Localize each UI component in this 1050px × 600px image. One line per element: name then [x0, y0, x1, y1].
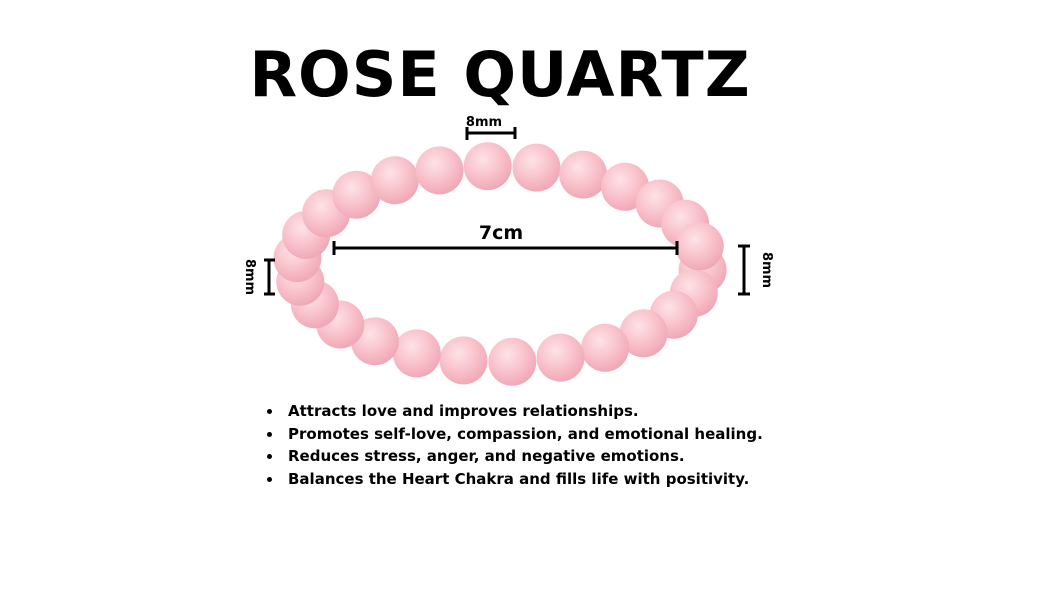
- bead: [332, 170, 381, 219]
- bead: [415, 146, 464, 195]
- top-bead-dimension: 8mm: [465, 115, 517, 140]
- bead: [463, 142, 512, 191]
- bead: [581, 323, 630, 372]
- right-bead-label: 8mm: [759, 252, 774, 288]
- feature-list: Attracts love and improves relationships…: [265, 400, 763, 490]
- bead: [439, 336, 488, 385]
- bead: [619, 309, 668, 358]
- feature-item: Reduces stress, anger, and negative emot…: [265, 445, 763, 468]
- top-bead-label: 8mm: [466, 115, 502, 130]
- right-bead-dimension: 8mm: [738, 244, 774, 296]
- bead: [536, 333, 585, 382]
- bead: [512, 143, 561, 192]
- left-bead-dimension: 8mm: [242, 258, 275, 296]
- bead: [370, 156, 419, 205]
- inner-width-label: 7cm: [479, 222, 523, 244]
- bead: [392, 329, 441, 378]
- bead: [488, 337, 537, 386]
- feature-item: Attracts love and improves relationships…: [265, 400, 763, 423]
- feature-item: Balances the Heart Chakra and fills life…: [265, 468, 763, 491]
- bead: [559, 150, 608, 199]
- bracelet-beads: [273, 142, 727, 386]
- left-bead-label: 8mm: [242, 259, 257, 295]
- inner-width-dimension: 7cm: [332, 222, 679, 255]
- bead: [675, 222, 724, 271]
- product-title: ROSE QUARTZ: [249, 38, 751, 111]
- feature-item: Promotes self-love, compassion, and emot…: [265, 423, 763, 446]
